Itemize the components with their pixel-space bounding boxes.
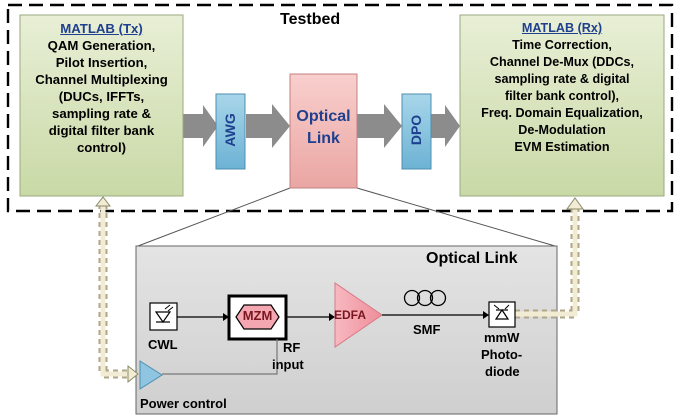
connector-rx-head (566, 197, 584, 210)
tx-line-5: sampling rate & (52, 106, 151, 121)
tx-line-1: QAM Generation, (47, 38, 156, 53)
power-control-label: Power control (140, 396, 227, 411)
rx-line-4: filter bank control), (504, 89, 620, 103)
mzm-label: MZM (242, 308, 273, 323)
arrow-awg-link (246, 104, 290, 148)
optical-panel-title: Optical Link (426, 250, 518, 267)
awg-label: AWG (222, 113, 238, 147)
arrow-tx-awg (183, 105, 218, 147)
dpo-box (401, 93, 432, 170)
photodiode-label-1: mmW (484, 330, 520, 345)
testbed-title: Testbed (280, 11, 341, 28)
rx-line-2: Channel De-Mux (DDCs, (489, 55, 635, 69)
rx-line-1: Time Correction, (512, 38, 612, 52)
optical-link-label-1: Optical (296, 108, 351, 125)
mzm-shape (235, 304, 280, 330)
rf-input-label-1: RF (283, 340, 301, 355)
zoom-line-left (137, 187, 291, 247)
awg-box (215, 93, 246, 170)
rf-input-line (162, 339, 278, 375)
testbed-frame (6, 3, 674, 213)
connector-tx-head (94, 196, 112, 207)
photodiode-label-2: Photo- (481, 347, 523, 362)
arrow-dpo-rx (431, 105, 460, 147)
rx-line-6: De-Modulation (518, 123, 606, 137)
rx-text: MATLAB (Rx) Time Correction, Channel De-… (460, 20, 664, 156)
dpo-label: DPO (408, 114, 424, 146)
tx-line-3: Channel Multiplexing (35, 72, 168, 87)
rf-input-label-2: input (272, 357, 304, 372)
zoom-line-right (356, 187, 556, 247)
rx-line-5: Freq. Domain Equalization, (481, 106, 643, 120)
optical-link-box (289, 73, 358, 189)
arrow-link-dpo (357, 104, 402, 148)
connector-tx-power (98, 204, 133, 379)
tx-box (19, 14, 184, 197)
photodiode-label-3: diode (485, 364, 520, 379)
rx-box (459, 14, 665, 197)
power-control-amplifier (139, 360, 163, 390)
rx-title: MATLAB (Rx) (521, 21, 603, 35)
edfa-label: EDFA (334, 308, 367, 322)
tx-line-6: digital filter bank (48, 123, 155, 138)
rx-line-3: sampling rate & digital (494, 72, 630, 86)
rx-line-7: EVM Estimation (514, 140, 610, 154)
smf-fiber-coil (403, 289, 447, 307)
edfa-amplifier (334, 282, 383, 348)
tx-line-2: Pilot Insertion, (55, 55, 148, 70)
tx-title: MATLAB (Tx) (60, 21, 143, 36)
tx-text: MATLAB (Tx) QAM Generation, Pilot Insert… (20, 20, 183, 156)
optical-link-label-2: Link (307, 130, 340, 147)
tx-line-4: (DUCs, IFFTs, (58, 89, 145, 104)
smf-label: SMF (413, 322, 441, 337)
cwl-label: CWL (148, 337, 178, 352)
tx-line-7: control) (76, 140, 127, 155)
photodiode-icon (488, 301, 516, 328)
